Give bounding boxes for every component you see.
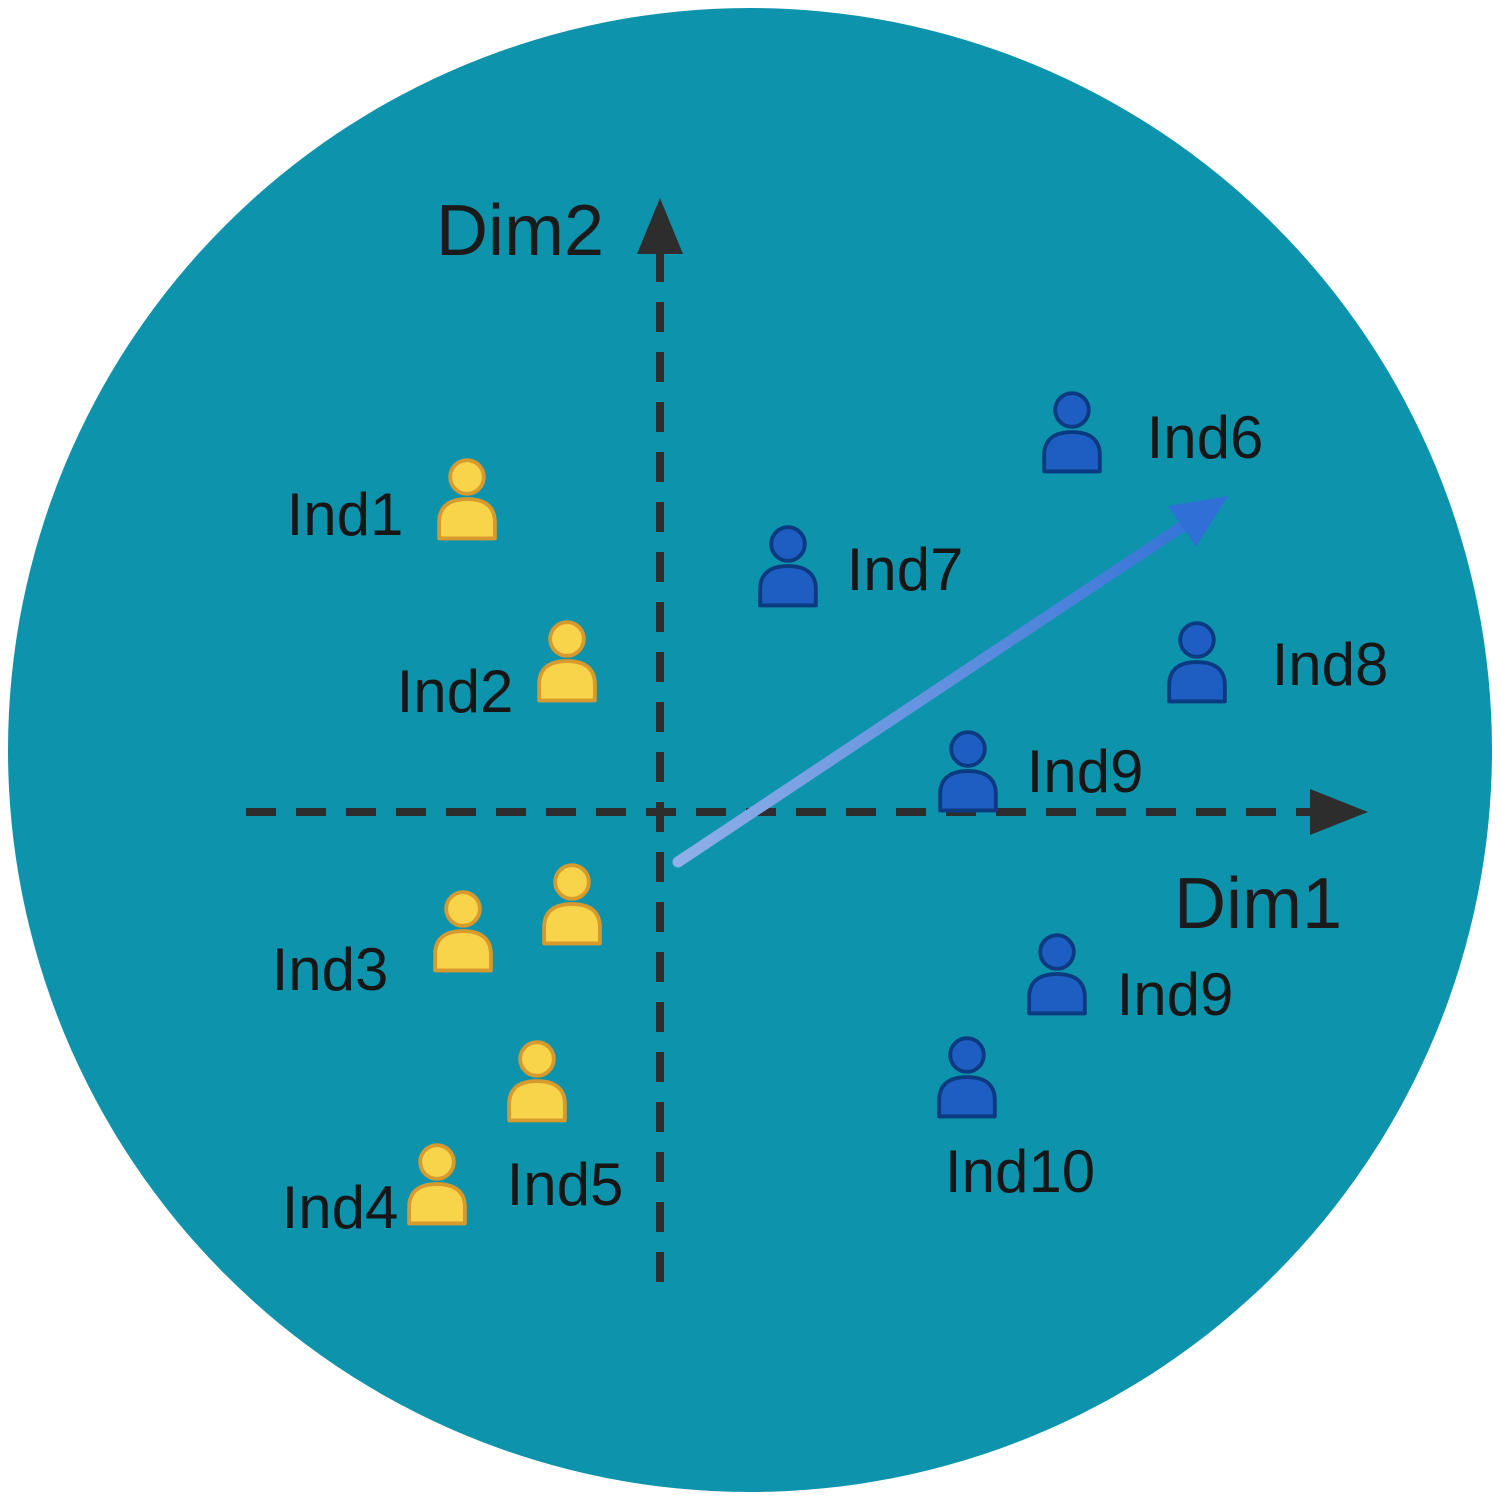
individual-ind7: Ind7 [758, 525, 964, 608]
individual-label: Ind7 [847, 536, 964, 603]
individual-label: Ind10 [945, 1138, 1095, 1205]
background-circle [8, 8, 1492, 1492]
individual-label: Ind2 [397, 658, 514, 725]
trend-arrowhead-icon [1168, 496, 1228, 547]
individual-ind3: Ind3 [272, 863, 602, 1003]
y-axis-label: Dim2 [436, 191, 604, 271]
y-axis-arrowhead-icon [637, 198, 683, 254]
individual-ind8: Ind8 [1167, 621, 1389, 704]
individual-ind9: Ind9 [938, 730, 1144, 813]
individual-label: Ind8 [1272, 631, 1389, 698]
individual-label: Ind4 [282, 1174, 399, 1241]
individual-label: Ind1 [287, 481, 404, 548]
individual-label: Ind9 [1027, 738, 1144, 805]
individual-ind9: Ind9 [1027, 933, 1234, 1028]
trend-arrow-shaft [672, 518, 1192, 868]
individual-ind4: Ind4 [282, 1143, 467, 1241]
individual-label: Ind9 [1117, 961, 1234, 1028]
trend-arrow [672, 496, 1228, 868]
x-axis-label: Dim1 [1174, 864, 1342, 944]
individual-ind2: Ind2 [397, 620, 597, 725]
individual-label: Ind5 [507, 1151, 624, 1218]
individual-ind1: Ind1 [287, 458, 497, 548]
individual-ind6: Ind6 [1042, 391, 1264, 474]
individual-ind5: Ind5 [507, 1040, 624, 1218]
x-axis-arrowhead-icon [1310, 789, 1368, 835]
individual-label: Ind6 [1147, 404, 1264, 471]
individual-label: Ind3 [272, 936, 389, 1003]
individual-ind10: Ind10 [937, 1036, 1095, 1205]
